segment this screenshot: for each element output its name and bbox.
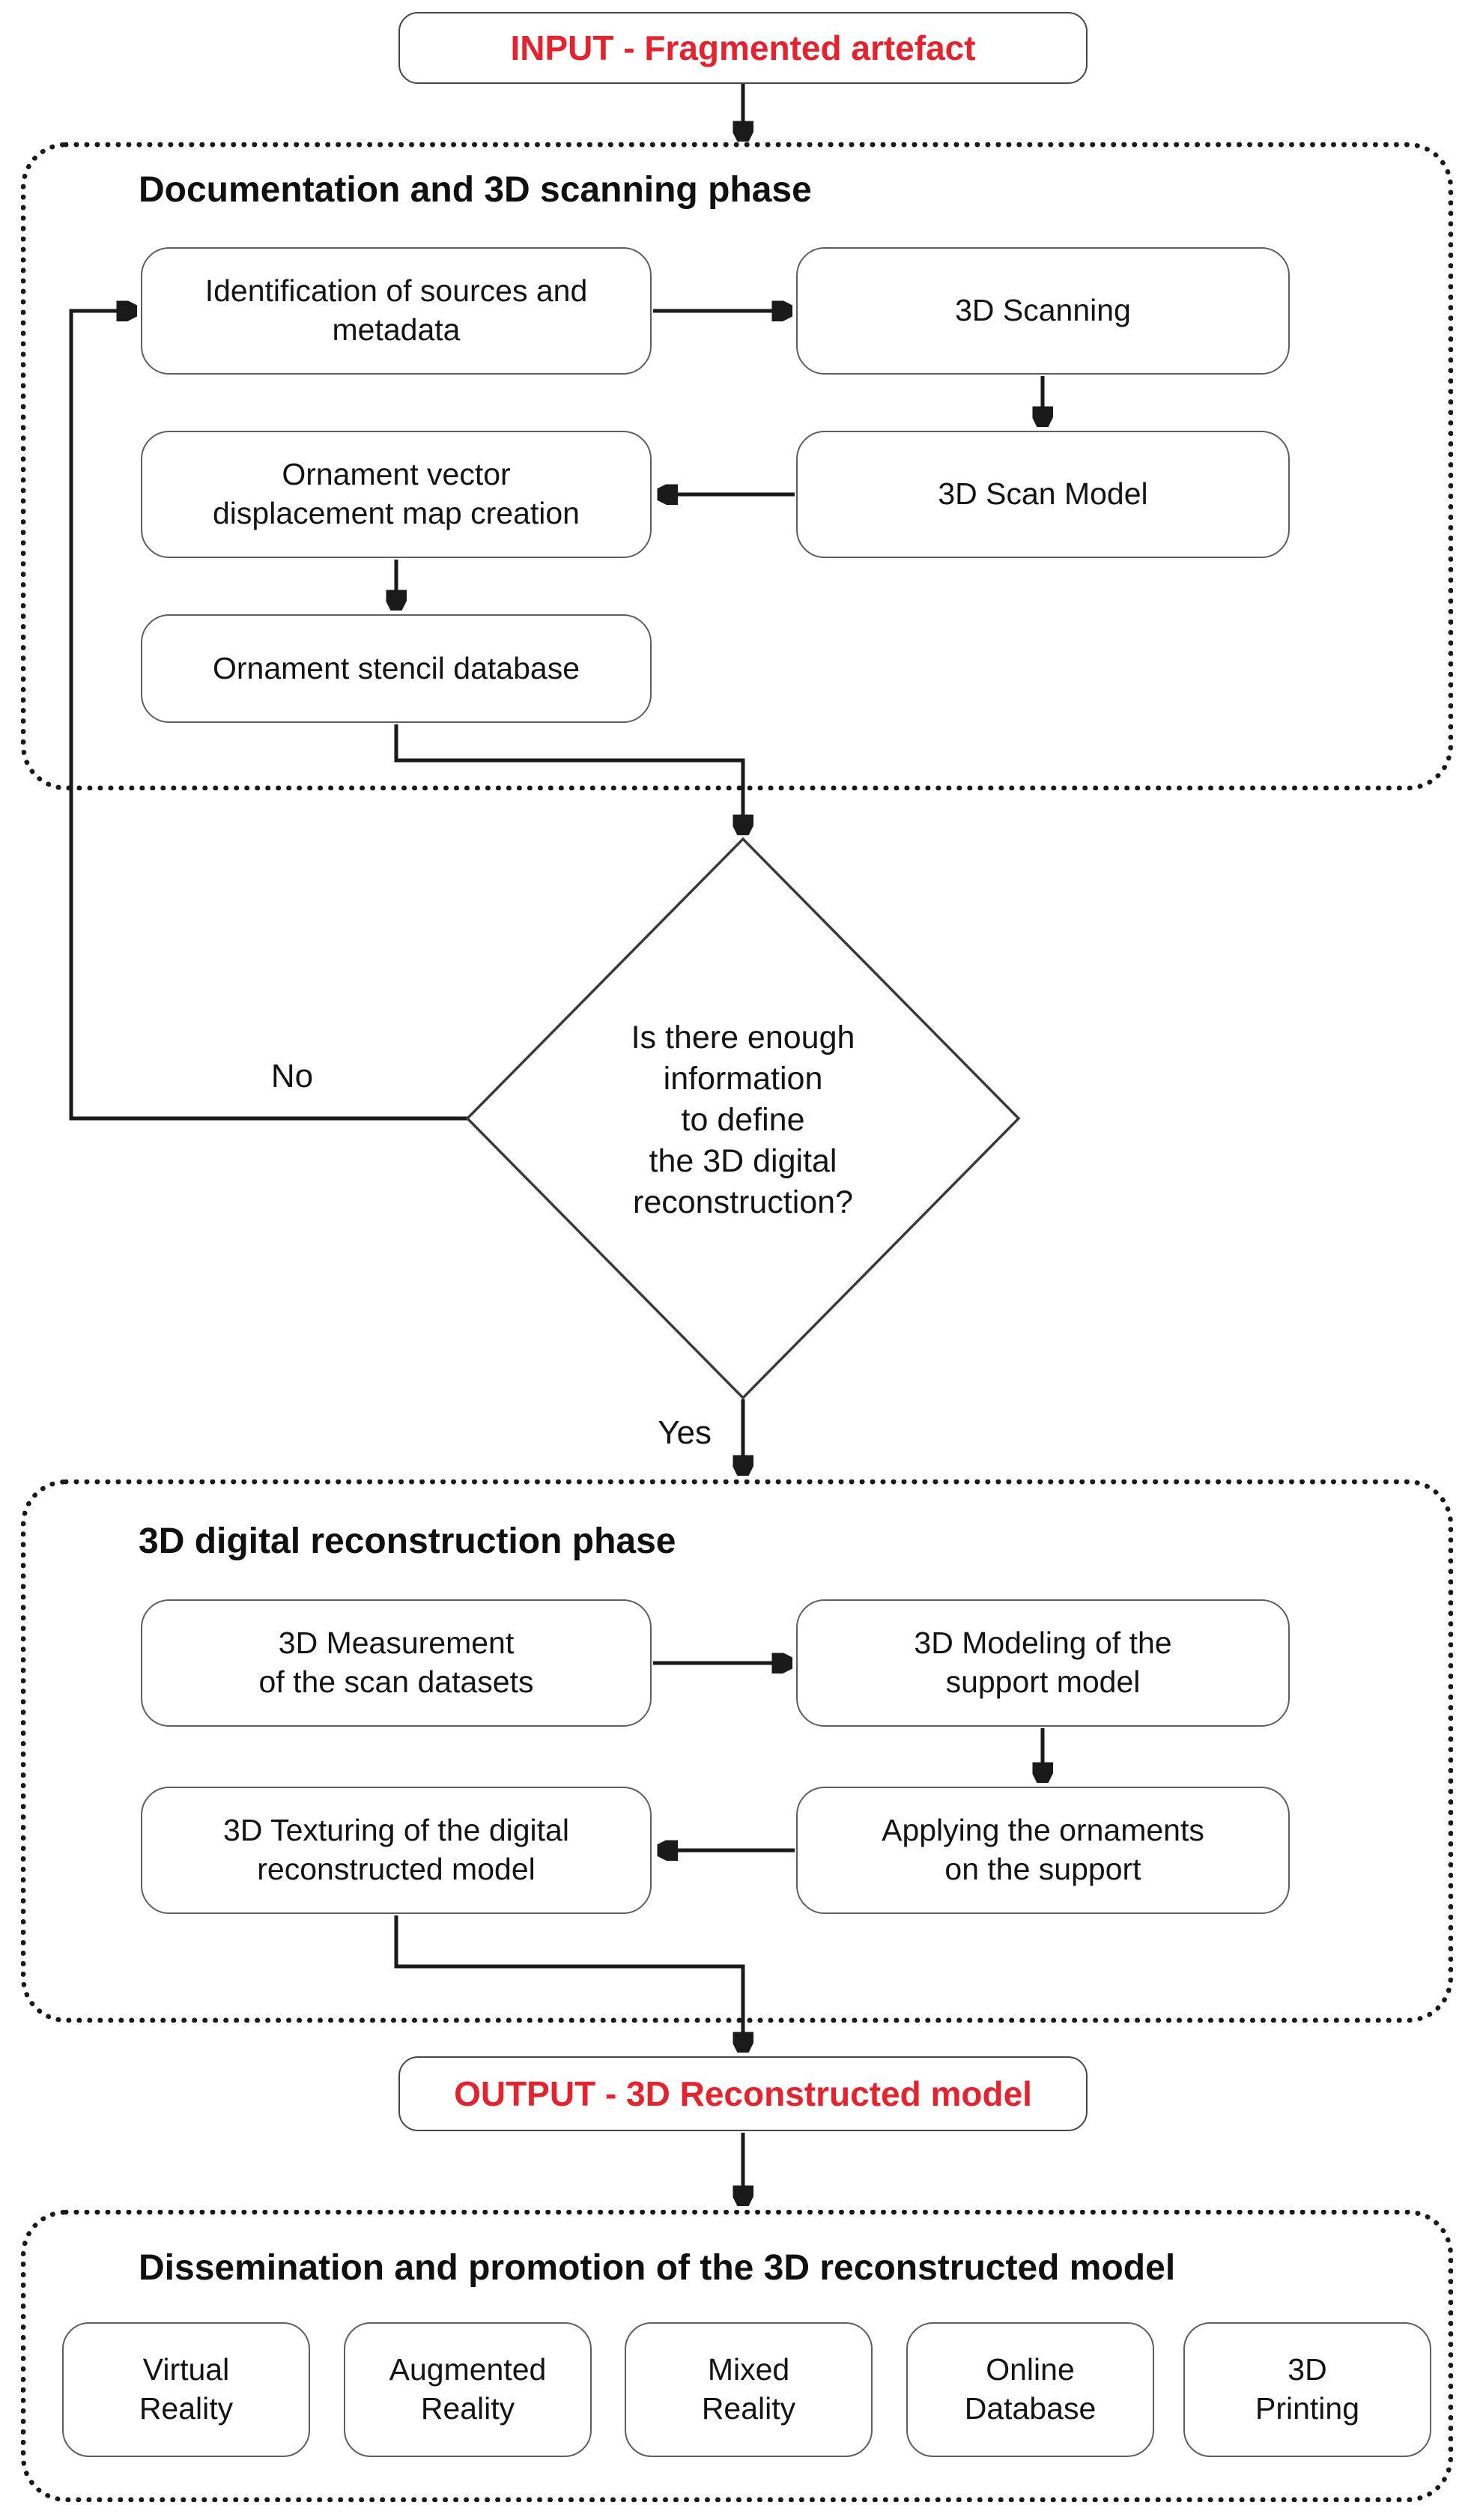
box-mixed-reality-line1: Mixed <box>707 2352 790 2387</box>
arrow-texturing-to-output <box>394 1915 743 2050</box>
phase2-title: 3D digital reconstruction phase <box>139 1521 676 1561</box>
box-3d-measurement: 3D Measurement of the scan datasets <box>141 1599 652 1727</box>
box-3d-printing: 3D Printing <box>1183 2322 1431 2457</box>
decision-line3: to define <box>681 1101 805 1138</box>
box-3d-scan-model-label: 3D Scan Model <box>938 476 1148 512</box>
box-ornament-vector-line2: displacement map creation <box>213 496 580 530</box>
box-virtual-reality-line1: Virtual <box>142 2352 230 2387</box>
phase3-title: Dissemination and promotion of the 3D re… <box>139 2248 1176 2288</box>
box-identification: Identification of sources and metadata <box>141 247 652 375</box>
decision-line2: information <box>663 1060 823 1097</box>
box-3d-measurement-line2: of the scan datasets <box>258 1665 534 1699</box>
decision-line1: Is there enough <box>631 1019 855 1055</box>
input-node: INPUT - Fragmented artefact <box>398 12 1088 84</box>
box-3d-texturing-line2: reconstructed model <box>257 1852 536 1886</box>
box-3d-scan-model: 3D Scan Model <box>796 431 1290 558</box>
box-applying-ornaments-line1: Applying the ornaments <box>882 1813 1204 1848</box>
phase2-container <box>21 1479 1453 2023</box>
box-applying-ornaments: Applying the ornaments on the support <box>796 1787 1290 1914</box>
decision-line4: the 3D digital <box>649 1143 837 1180</box>
phase1-title: Documentation and 3D scanning phase <box>139 170 812 210</box>
box-3d-measurement-line1: 3D Measurement <box>278 1626 515 1661</box>
box-virtual-reality-line2: Reality <box>139 2391 234 2426</box>
box-3d-modeling-line2: support model <box>945 1665 1141 1699</box>
box-3d-modeling: 3D Modeling of the support model <box>796 1599 1290 1727</box>
box-online-database: Online Database <box>906 2322 1154 2457</box>
decision-question: Is there enough information to define th… <box>556 1017 930 1223</box>
box-identification-line2: metadata <box>332 312 461 347</box>
decision-diamond <box>465 837 1021 1400</box>
box-3d-scanning-label: 3D Scanning <box>955 293 1131 328</box>
label-yes: Yes <box>658 1414 712 1451</box>
box-mixed-reality-line2: Reality <box>701 2391 796 2426</box>
decision-line5: reconstruction? <box>633 1184 853 1221</box>
arrow-stencil-to-decision <box>394 724 743 833</box>
box-ornament-stencil-database: Ornament stencil database <box>141 614 652 723</box>
arrow-loopback-no <box>69 311 467 1121</box>
box-online-database-line2: Database <box>964 2391 1097 2426</box>
box-augmented-reality: Augmented Reality <box>344 2322 592 2457</box>
box-applying-ornaments-line2: on the support <box>944 1852 1141 1886</box>
box-3d-printing-line1: 3D <box>1288 2352 1327 2387</box>
box-ornament-stencil-database-label: Ornament stencil database <box>213 650 580 685</box>
box-ornament-vector: Ornament vector displacement map creatio… <box>141 431 652 558</box>
output-node: OUTPUT - 3D Reconstructed model <box>398 2056 1088 2131</box>
box-3d-texturing: 3D Texturing of the digital reconstructe… <box>141 1787 652 1914</box>
input-node-label: INPUT - Fragmented artefact <box>510 28 976 67</box>
box-3d-texturing-line1: 3D Texturing of the digital <box>223 1813 569 1848</box>
box-3d-printing-line2: Printing <box>1255 2391 1359 2426</box>
output-node-label: OUTPUT - 3D Reconstructed model <box>454 2074 1032 2113</box>
label-no: No <box>270 1058 314 1094</box>
box-3d-scanning: 3D Scanning <box>796 247 1290 375</box>
box-identification-line1: Identification of sources and <box>204 273 588 309</box>
box-online-database-line1: Online <box>986 2352 1075 2387</box>
box-3d-modeling-line1: 3D Modeling of the <box>914 1626 1172 1661</box>
box-virtual-reality: Virtual Reality <box>62 2322 310 2457</box>
box-mixed-reality: Mixed Reality <box>625 2322 873 2457</box>
box-augmented-reality-line1: Augmented <box>389 2352 547 2387</box>
box-augmented-reality-line2: Reality <box>420 2391 515 2426</box>
box-ornament-vector-line1: Ornament vector <box>282 457 511 492</box>
